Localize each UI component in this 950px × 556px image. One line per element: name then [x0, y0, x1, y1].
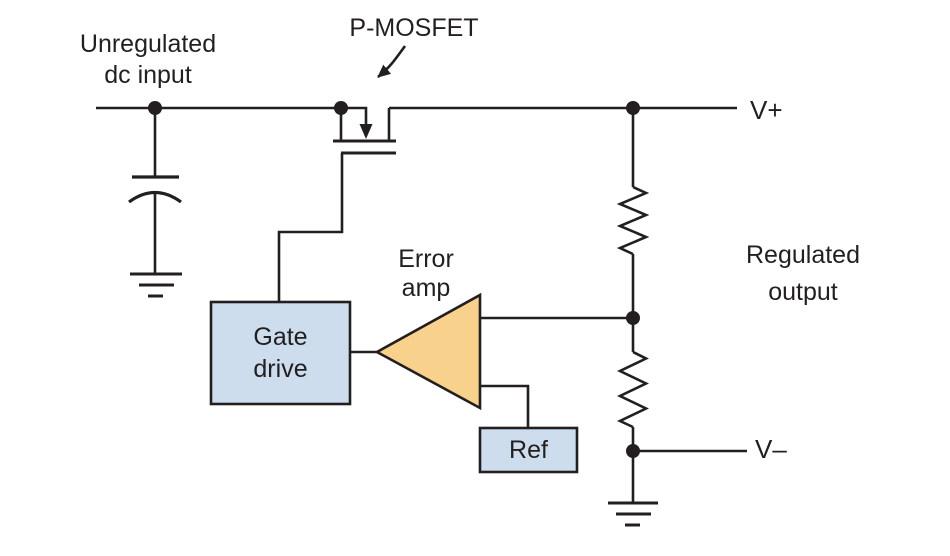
gate-drive-box — [209, 300, 352, 406]
mosfet-gate-lead — [277, 153, 344, 302]
resistor-zigzag — [616, 350, 650, 429]
p-mosfet-symbol — [277, 106, 396, 302]
v-minus-label: V– — [755, 434, 787, 464]
mosfet-body-arrow-shaft — [341, 106, 368, 125]
junction-dot — [626, 311, 640, 325]
resistor-r1 — [616, 108, 650, 318]
junction-dot — [334, 101, 348, 115]
unregulated-input-line1: Unregulated — [79, 30, 217, 58]
unregulated-input-label: Unregulated dc input — [58, 29, 238, 91]
error-amplifier — [350, 292, 633, 428]
ref-box — [478, 426, 579, 474]
mosfet-body-arrowhead — [359, 124, 373, 139]
error-amp-label: Error amp — [366, 245, 486, 303]
unregulated-input-line2: dc input — [104, 61, 192, 89]
junction-dots — [148, 101, 640, 458]
regulated-output-line2: output — [768, 278, 838, 306]
v-plus-label: V+ — [750, 95, 783, 125]
ground-symbol-right — [608, 451, 658, 527]
p-mosfet-label: P-MOSFET — [349, 14, 479, 42]
error-amp-triangle — [374, 292, 482, 411]
reference-input-wire — [480, 384, 530, 428]
junction-dot — [626, 444, 640, 458]
gate-drive-label: Gate drive — [211, 302, 350, 404]
regulated-output-line1: Regulated — [746, 241, 860, 269]
gate-drive-line2: drive — [253, 355, 308, 383]
resistor-r2 — [616, 318, 650, 451]
regulated-output-label: Regulated output — [723, 237, 883, 311]
error-amp-line2: amp — [401, 274, 451, 302]
ground-symbol-left — [130, 272, 182, 298]
resistor-zigzag — [616, 185, 650, 256]
input-capacitor — [128, 108, 182, 274]
ref-label: Ref — [509, 436, 548, 464]
junction-dot — [626, 101, 640, 115]
gate-drive-line1: Gate — [253, 323, 308, 351]
junction-dot — [148, 101, 162, 115]
error-amp-line1: Error — [398, 245, 454, 273]
mosfet-pointer-arrow — [377, 45, 407, 78]
